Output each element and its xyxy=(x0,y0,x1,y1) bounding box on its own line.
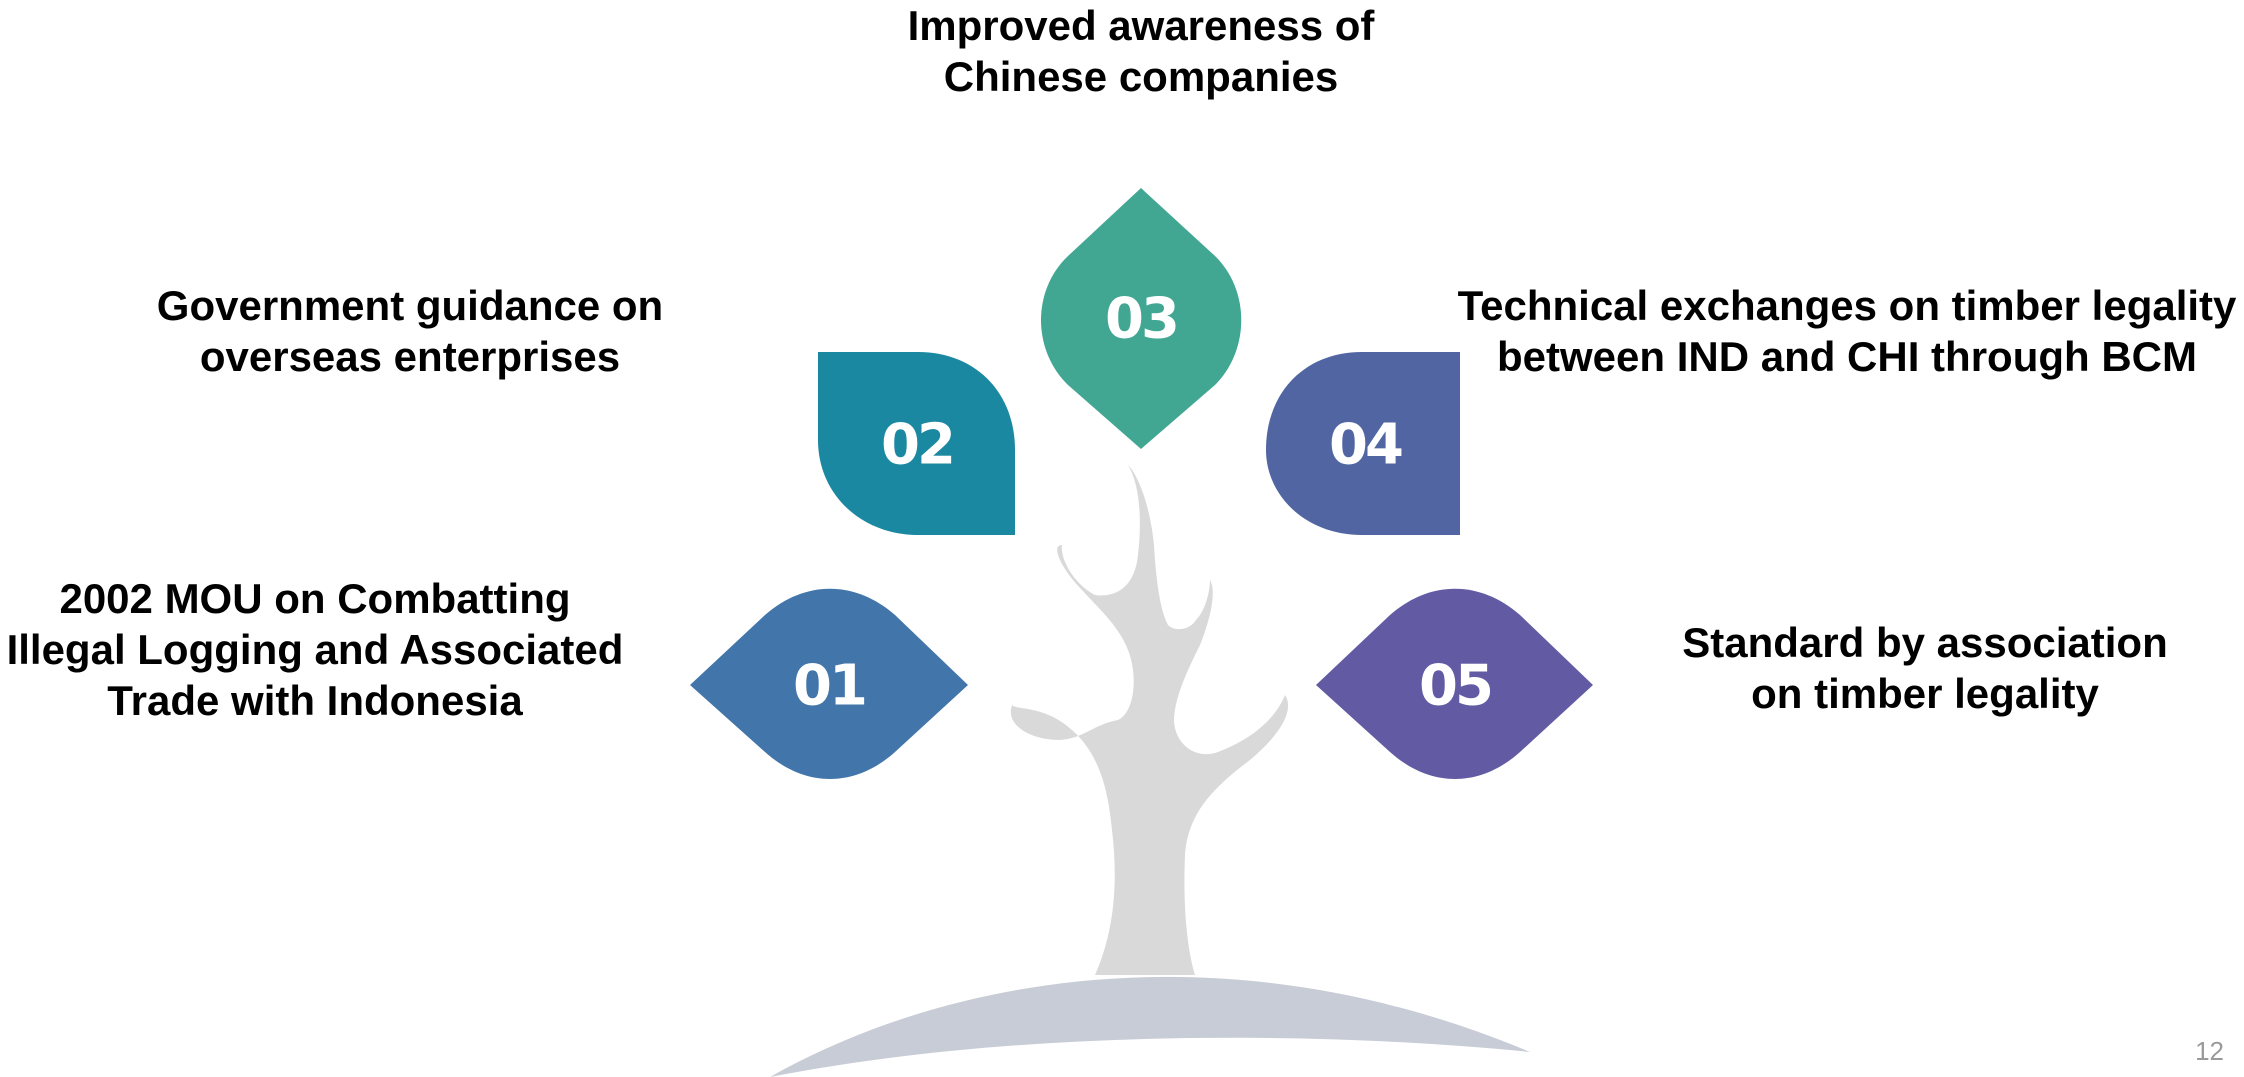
label-01-line-1: 2002 MOU on Combatting xyxy=(59,575,571,622)
label-04: Technical exchanges on timber legality b… xyxy=(1455,280,2239,382)
leaf-01-number: 01 xyxy=(793,654,865,719)
label-02: Government guidance on overseas enterpri… xyxy=(157,280,663,382)
label-05: Standard by association on timber legali… xyxy=(1682,617,2167,719)
tree-trunk xyxy=(1010,465,1289,975)
label-01-line-3: Trade with Indonesia xyxy=(107,677,523,724)
leaf-04-number: 04 xyxy=(1329,413,1402,478)
leaf-02-number: 02 xyxy=(881,413,953,478)
label-04-line-2: between IND and CHI through BCM xyxy=(1497,333,2197,380)
label-01-line-2: Illegal Logging and Associated xyxy=(6,626,624,673)
label-03-line-1: Improved awareness of xyxy=(907,2,1375,49)
label-01: 2002 MOU on Combatting Illegal Logging a… xyxy=(0,573,630,726)
label-03: Improved awareness of Chinese companies xyxy=(908,0,1375,102)
label-02-line-2: overseas enterprises xyxy=(199,333,621,380)
label-05-line-2: on timber legality xyxy=(1751,670,2099,717)
leaf-05-shape xyxy=(1316,588,1593,779)
ground-shape xyxy=(770,976,1530,1077)
leaf-03-shape xyxy=(1041,188,1242,449)
label-05-line-1: Standard by association xyxy=(1682,619,2168,666)
label-03-line-2: Chinese companies xyxy=(943,53,1339,100)
label-04-line-1: Technical exchanges on timber legality xyxy=(1457,282,2237,329)
page-number: 12 xyxy=(2195,1036,2224,1066)
leaf-05-number: 05 xyxy=(1419,654,1491,719)
leaf-02-shape xyxy=(818,352,1015,535)
leaf-01-shape xyxy=(690,588,968,779)
leaf-03-number: 03 xyxy=(1105,287,1177,352)
leaf-04-shape xyxy=(1266,352,1460,535)
label-02-line-1: Government guidance on xyxy=(156,282,664,329)
